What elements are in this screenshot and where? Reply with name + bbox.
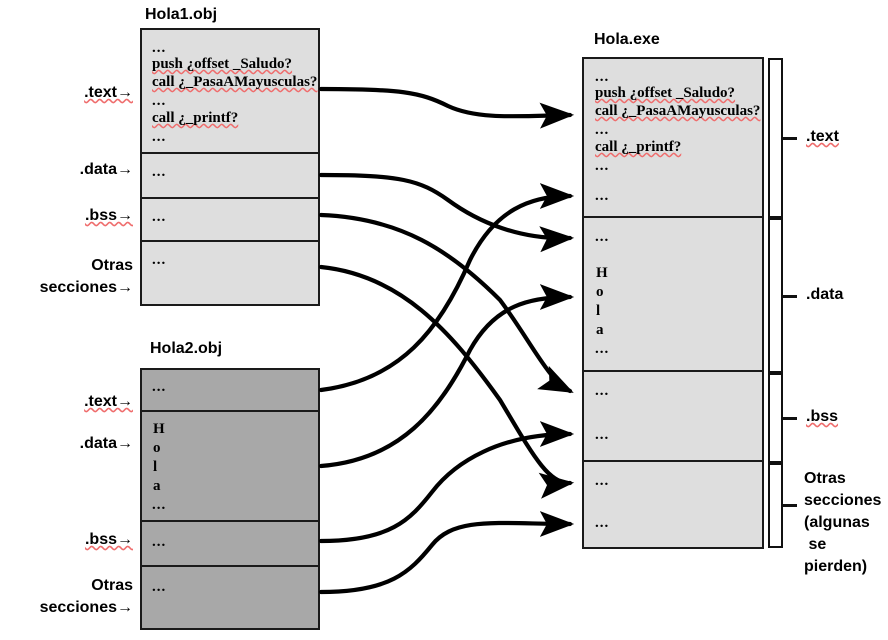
hola2-bss-ellipsis: ...	[152, 534, 167, 550]
hola1-text-call-printf: call ¿_printf?	[152, 110, 239, 126]
hola1-section-data: ...	[142, 154, 318, 199]
holaexe-label-otras: Otras secciones (algunas se pierden)	[804, 470, 882, 575]
hola2-data-char-h: H	[153, 421, 165, 437]
holaexe-label-text: .text	[806, 128, 839, 145]
hola1-otras-ellipsis: ...	[152, 252, 167, 268]
hola1-section-text: ... push ¿offset _Saludo? call ¿_PasaAMa…	[142, 30, 318, 154]
arrow-hola2-text-to-exe-text	[318, 182, 575, 393]
holaexe-text-ellipsis-2: ...	[595, 122, 610, 138]
holaexe-data-char-a: a	[596, 322, 604, 338]
hola1-box: ... push ¿offset _Saludo? call ¿_PasaAMa…	[140, 28, 320, 306]
holaexe-bss-ellipsis-1: ...	[595, 383, 610, 399]
hola1-text-push: push ¿offset _Saludo?	[152, 56, 293, 72]
holaexe-text-ellipsis-1: ...	[595, 69, 610, 85]
holaexe-section-text: ... push ¿offset _Saludo? call ¿_PasaAMa…	[584, 59, 762, 218]
holaexe-text-call-pasa: call ¿_PasaAMayusculas?	[595, 103, 761, 119]
hola2-label-otras: Otras secciones→	[39, 577, 133, 616]
holaexe-section-bss: ... ...	[584, 372, 762, 462]
holaexe-label-data: .data	[806, 286, 844, 303]
brace-text	[768, 58, 783, 218]
hola2-section-otras: ...	[142, 567, 318, 628]
hola1-section-otras: ...	[142, 242, 318, 304]
arrow-hola1-bss-to-exe-bss	[318, 212, 574, 394]
brace-bss-tick	[783, 417, 797, 420]
brace-text-tick	[783, 137, 797, 140]
hola2-data-char-l: l	[153, 459, 158, 475]
hola1-data-ellipsis: ...	[152, 164, 167, 180]
holaexe-section-data: ... H o l a ...	[584, 218, 762, 372]
holaexe-section-otras: ... ...	[584, 462, 762, 547]
hola1-text-call-pasa: call ¿_PasaAMayusculas?	[152, 74, 318, 90]
holaexe-box: ... push ¿offset _Saludo? call ¿_PasaAMa…	[582, 57, 764, 549]
hola2-section-bss: ...	[142, 522, 318, 567]
holaexe-label-bss: .bss	[806, 408, 839, 425]
hola2-title: Hola2.obj	[150, 340, 223, 357]
hola2-text-ellipsis: ...	[152, 379, 167, 395]
holaexe-text-push: push ¿offset _Saludo?	[595, 85, 736, 101]
hola1-bss-ellipsis: ...	[152, 209, 167, 225]
holaexe-title: Hola.exe	[594, 31, 660, 48]
hola1-title: Hola1.obj	[145, 6, 218, 23]
holaexe-text-call-printf: call ¿_printf?	[595, 139, 682, 155]
hola2-box: ... H o l a ... ... ...	[140, 368, 320, 630]
brace-data	[768, 218, 783, 373]
hola1-text-ellipsis-3: ...	[152, 129, 167, 145]
arrow-hola2-data-to-exe-data	[318, 283, 575, 469]
hola2-label-text: .text→	[84, 393, 133, 410]
hola1-text-ellipsis-2: ...	[152, 93, 167, 109]
holaexe-data-ellipsis-2: ...	[595, 341, 610, 357]
hola2-label-bss: .bss→	[84, 531, 133, 548]
holaexe-text-ellipsis-4: ...	[595, 188, 610, 204]
hola2-data-ellipsis: ...	[152, 497, 167, 513]
hola1-label-text: .text→	[84, 84, 133, 101]
arrow-hola1-data-to-exe-data	[318, 172, 575, 253]
hola2-section-text: ...	[142, 370, 318, 412]
hola1-section-bss: ...	[142, 199, 318, 242]
holaexe-bss-ellipsis-2: ...	[595, 427, 610, 443]
arrow-hola2-bss-to-exe-bss	[318, 420, 575, 544]
holaexe-data-char-o: o	[596, 284, 604, 300]
hola1-label-data: .data→	[79, 161, 133, 178]
arrow-hola2-otras-to-exe-otras	[318, 510, 575, 595]
hola2-otras-ellipsis: ...	[152, 579, 167, 595]
holaexe-data-char-h: H	[596, 265, 608, 281]
holaexe-otras-ellipsis-1: ...	[595, 473, 610, 489]
holaexe-otras-ellipsis-2: ...	[595, 515, 610, 531]
brace-data-tick	[783, 295, 797, 298]
arrow-hola1-otras-to-exe-otras	[318, 264, 575, 499]
hola2-section-data: H o l a ...	[142, 412, 318, 522]
hola2-data-char-o: o	[153, 440, 161, 456]
hola1-label-otras: Otras secciones→	[39, 257, 133, 296]
brace-otras-tick	[783, 504, 797, 507]
holaexe-text-ellipsis-3: ...	[595, 158, 610, 174]
hola1-text-ellipsis-1: ...	[152, 40, 167, 56]
holaexe-data-ellipsis-1: ...	[595, 229, 610, 245]
arrow-hola1-text-to-exe-text	[318, 86, 575, 129]
brace-otras	[768, 463, 783, 548]
hola2-label-data: .data→	[79, 435, 133, 452]
hola1-label-bss: .bss→	[84, 207, 133, 224]
hola2-data-char-a: a	[153, 478, 161, 494]
holaexe-data-char-l: l	[596, 303, 601, 319]
brace-bss	[768, 373, 783, 463]
